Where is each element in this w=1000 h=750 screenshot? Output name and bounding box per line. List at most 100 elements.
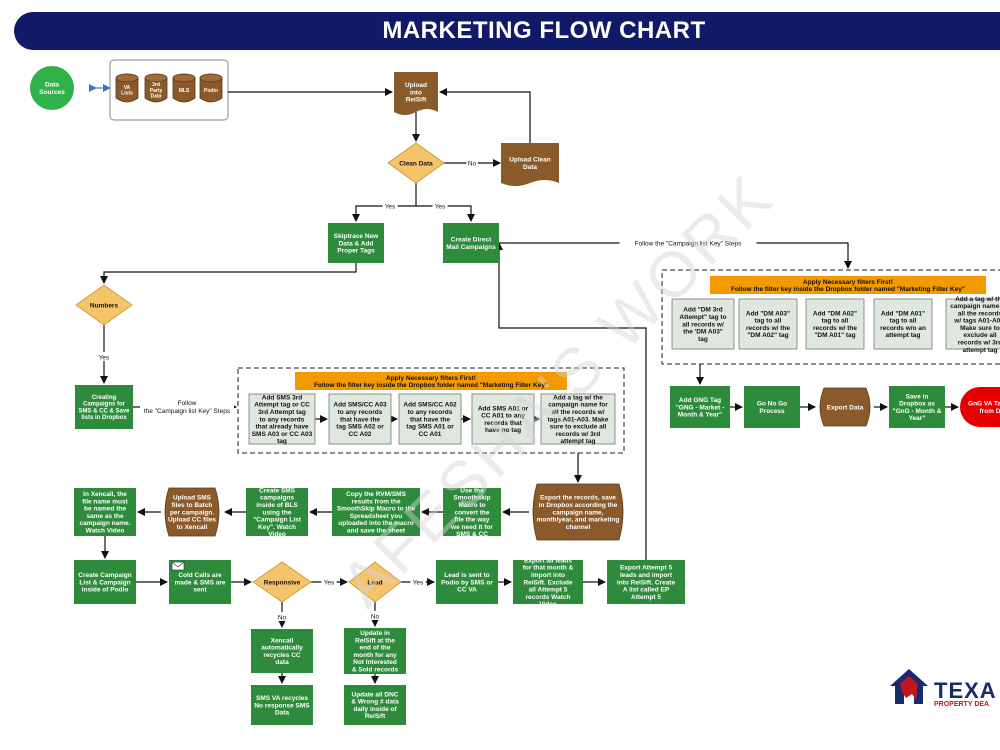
edge-label-bg bbox=[619, 238, 757, 247]
node-shape bbox=[251, 685, 313, 725]
node-shape bbox=[436, 560, 498, 604]
node-lead-label: Lead bbox=[367, 579, 382, 586]
node-shape bbox=[164, 487, 220, 537]
edge-label-bg bbox=[410, 577, 426, 586]
edge-label-bg bbox=[382, 201, 398, 210]
edge-label-no-lead: No bbox=[371, 614, 380, 621]
node-mls-label: MLS bbox=[179, 88, 190, 94]
edge-label-follow-dm: Follow the "Campaign list Key" Steps bbox=[635, 241, 743, 248]
dm-filter-frame bbox=[661, 269, 1000, 365]
edges-layer bbox=[89, 84, 959, 684]
node-shape bbox=[75, 385, 133, 429]
node-shape bbox=[443, 488, 501, 536]
edge-label-yes-lead: Yes bbox=[413, 580, 424, 587]
node-responsive-label: Responsive bbox=[264, 579, 301, 586]
edge-skiptrace-to-numbers bbox=[100, 263, 357, 284]
edge-attempt5-to-dm bbox=[495, 242, 647, 560]
node-clean-data-label: Clean Data bbox=[399, 160, 433, 167]
dm-filter-line2: Follow the filter key inside the Dropbox… bbox=[731, 286, 965, 293]
edge-label-yes-responsive: Yes bbox=[324, 580, 335, 587]
node-shape bbox=[248, 393, 316, 445]
envelope-icon bbox=[171, 561, 185, 571]
node-shape bbox=[805, 298, 865, 350]
sms-filter-line1: Apply Necessary filters First! bbox=[386, 375, 476, 382]
edge-label-bg bbox=[96, 352, 112, 361]
node-gng-tag-label: Add GNG Tag"GNG - Market -Month & Year" bbox=[676, 397, 725, 419]
company-logo: TEXA PROPERTY DEA bbox=[886, 662, 1000, 710]
node-shape bbox=[471, 393, 535, 445]
edge-label-bg bbox=[466, 158, 478, 167]
node-lead: Lead bbox=[348, 561, 402, 603]
node-shape bbox=[873, 298, 933, 350]
texas-house-icon bbox=[890, 669, 928, 704]
node-shape bbox=[960, 387, 1000, 427]
node-shape bbox=[251, 629, 313, 673]
node-shape bbox=[344, 628, 406, 674]
node-shape bbox=[394, 72, 438, 115]
logo-word: TEXA bbox=[934, 678, 997, 703]
edge-label-yes-numbers: Yes bbox=[99, 355, 110, 362]
edge-label-bg bbox=[369, 611, 381, 620]
node-shape bbox=[738, 298, 798, 350]
node-shape bbox=[30, 66, 74, 110]
sms-filter-banner bbox=[295, 372, 567, 390]
logo-subtitle: PROPERTY DEA bbox=[934, 701, 990, 708]
node-export-data: Export Data bbox=[819, 387, 871, 427]
edge-label-yes-right: Yes bbox=[435, 204, 446, 211]
edge-label-bg bbox=[432, 201, 448, 210]
node-shape bbox=[74, 488, 136, 536]
node-shape bbox=[252, 561, 312, 603]
edge-label-yes-left: Yes bbox=[385, 204, 396, 211]
node-shape bbox=[328, 223, 384, 263]
dm-filter-banner bbox=[710, 276, 986, 294]
node-shape bbox=[387, 142, 445, 184]
node-shape bbox=[501, 143, 559, 186]
node-shape bbox=[332, 488, 420, 536]
node-shape bbox=[532, 483, 624, 541]
node-shape bbox=[75, 284, 133, 326]
node-top bbox=[172, 73, 196, 83]
